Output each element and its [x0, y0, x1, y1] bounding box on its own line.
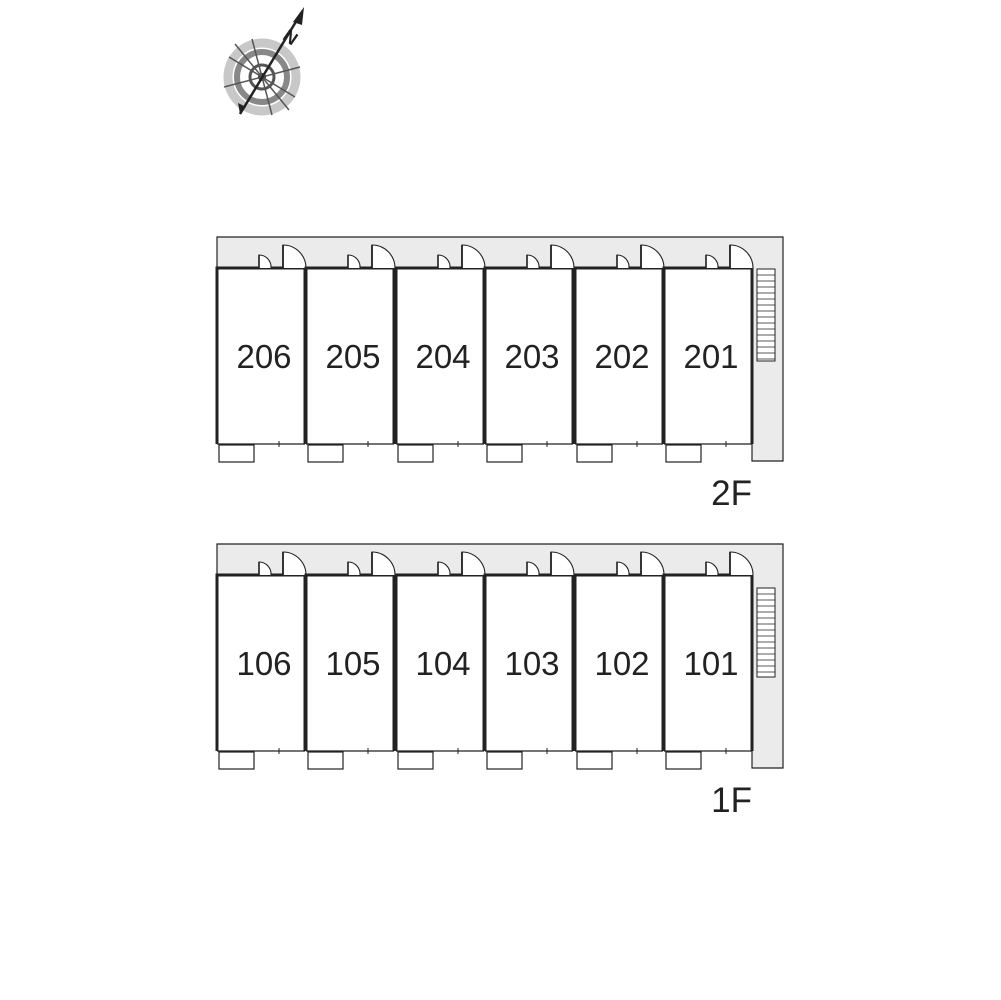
- unit-door: [347, 244, 396, 269]
- unit-door: [526, 551, 575, 576]
- unit-door: [347, 551, 396, 576]
- unit-number-label: 102: [594, 645, 649, 682]
- unit-205: 205: [304, 244, 396, 463]
- unit-number-label: 101: [683, 645, 738, 682]
- unit-104: 104: [394, 551, 486, 770]
- unit-number-label: 204: [415, 338, 470, 375]
- unit-number-label: 206: [236, 338, 291, 375]
- unit-number-label: 106: [236, 645, 291, 682]
- staircase: [756, 587, 776, 678]
- compass-icon: N: [223, 7, 304, 116]
- unit-door: [258, 244, 307, 269]
- unit-door: [526, 244, 575, 269]
- unit-door: [705, 551, 754, 576]
- unit-201: 201: [662, 244, 754, 463]
- unit-number-label: 203: [504, 338, 559, 375]
- floor-plan-1f: 106 105 104 103 102 101 1F: [215, 543, 784, 820]
- unit-202: 202: [573, 244, 665, 463]
- unit-102: 102: [573, 551, 665, 770]
- unit-number-label: 105: [325, 645, 380, 682]
- unit-door: [258, 551, 307, 576]
- unit-number-label: 103: [504, 645, 559, 682]
- unit-103: 103: [483, 551, 575, 770]
- unit-number-label: 202: [594, 338, 649, 375]
- unit-105: 105: [304, 551, 396, 770]
- unit-door: [437, 244, 486, 269]
- floor-label: 1F: [711, 781, 752, 820]
- floor-plan-2f: 206 205 204 203 202 201 2F: [215, 236, 784, 513]
- unit-door: [437, 551, 486, 576]
- unit-203: 203: [483, 244, 575, 463]
- floor-label: 2F: [711, 474, 752, 513]
- unit-number-label: 205: [325, 338, 380, 375]
- unit-door: [616, 244, 665, 269]
- unit-number-label: 104: [415, 645, 470, 682]
- unit-door: [616, 551, 665, 576]
- unit-106: 106: [215, 551, 307, 770]
- unit-number-label: 201: [683, 338, 738, 375]
- unit-206: 206: [215, 244, 307, 463]
- unit-101: 101: [662, 551, 754, 770]
- unit-204: 204: [394, 244, 486, 463]
- unit-door: [705, 244, 754, 269]
- staircase: [756, 268, 776, 362]
